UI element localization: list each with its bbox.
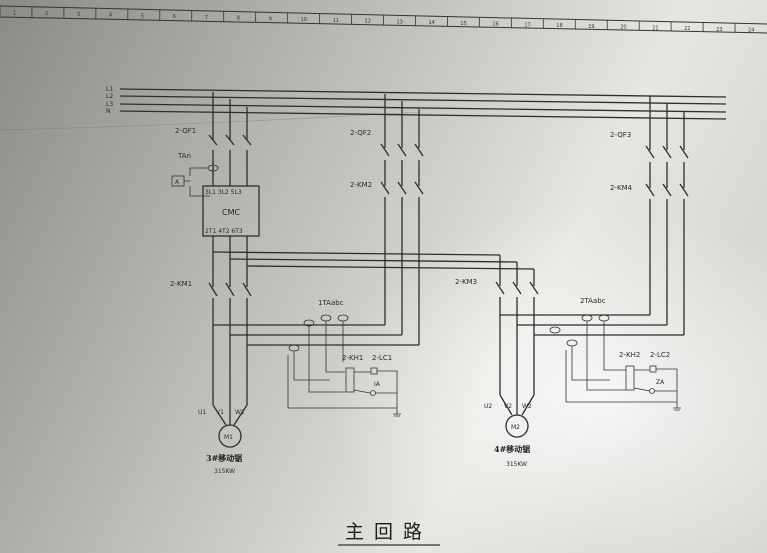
- motor-m2-label: M2: [511, 424, 520, 431]
- terminal-w1: W1: [235, 409, 245, 416]
- label-2-qf2: 2-QF2: [350, 129, 371, 137]
- motor-2-name: 4#移动锯: [494, 444, 530, 454]
- ruler-number: 5: [141, 13, 144, 19]
- bus-label-l2: L2: [106, 93, 113, 100]
- label-2-km2: 2-KM2: [350, 181, 372, 189]
- label-2-km1: 2-KM1: [170, 280, 192, 288]
- motor-m1-label: M1: [224, 434, 233, 441]
- relay-2-kh1: IA: [345, 367, 398, 408]
- ruler-number: 1: [13, 10, 16, 16]
- label-2taabc: 2TAabc: [580, 297, 606, 305]
- cmc-label: CMC: [222, 208, 240, 217]
- ruler-number: 14: [428, 20, 434, 26]
- ruler-number: 11: [333, 18, 339, 24]
- bus-label-n: N: [106, 108, 111, 115]
- bus-label-l1: L1: [106, 86, 113, 93]
- ruler-number: 3: [77, 12, 80, 18]
- label-2-km3: 2-KM3: [455, 278, 477, 286]
- label-2-kh1: 2-KH1: [342, 354, 363, 362]
- protection-group-1: 1TAabc 2-KH1 2-LC1 IA: [287, 299, 401, 417]
- ruler-number: 20: [620, 25, 626, 31]
- bus-bars: L1 L2 L3 N: [106, 86, 727, 120]
- label-2-qf3: 2-QF3: [610, 131, 631, 139]
- label-1taabc: 1TAabc: [318, 299, 344, 307]
- label-2-km4: 2-KM4: [610, 184, 633, 192]
- feeder-4: 2-QF3 2-KM4: [500, 96, 689, 336]
- feeder-2: 2-QF2 2-KM2: [212, 94, 535, 346]
- ruler-number: 12: [365, 19, 371, 25]
- label-2-lc1: 2-LC1: [372, 354, 392, 362]
- feeder-3: 2-KM3 U2 V2 W2 M2 4#移动锯 315KW: [455, 255, 539, 468]
- terminal-v1: V1: [216, 409, 224, 416]
- ammeter-a: A: [175, 179, 180, 186]
- contactor-2-km4: [645, 180, 689, 335]
- motor-1-power: 315KW: [214, 468, 235, 475]
- paper-fold: [0, 111, 421, 131]
- ruler-number: 23: [716, 27, 722, 33]
- motor-1-name: 3#移动锯: [206, 453, 242, 463]
- relay-1-ia: IA: [374, 381, 381, 388]
- terminal-u1: U1: [198, 409, 206, 416]
- motor-m1: M1: [218, 424, 242, 448]
- ruler-number: 9: [269, 16, 272, 22]
- bus-label-l3: L3: [106, 101, 113, 108]
- breaker-2-qf1: [208, 125, 252, 165]
- relay-2-kh2: ZA: [625, 365, 678, 402]
- ruler-number: 7: [205, 15, 208, 21]
- ruler-number: 2: [45, 11, 48, 17]
- soft-starter-cmc: 3L1 3L2 5L3 CMC 2T1 4T2 6T3: [202, 165, 260, 280]
- ruler-number: 17: [524, 22, 530, 28]
- ruler-number: 24: [748, 28, 754, 34]
- contactor-2-km3: [495, 280, 539, 395]
- ruler-number: 16: [492, 22, 498, 28]
- feeder-1: 2-QF1 TAn A 3L1 3L2 5L3 CMC 2T1 4T2 6T3: [170, 92, 260, 475]
- terminal-u2: U2: [484, 403, 492, 410]
- ruler-number: 8: [237, 16, 240, 22]
- label-2-lc2: 2-LC2: [650, 351, 670, 359]
- label-2-kh2: 2-KH2: [619, 351, 640, 359]
- relay-2-za: ZA: [656, 379, 665, 386]
- label-2-qf1: 2-QF1: [175, 127, 196, 135]
- motor-2-power: 315KW: [506, 461, 527, 468]
- cmc-bottom-terminals: 2T1 4T2 6T3: [205, 228, 243, 235]
- contactor-2-km2: [380, 178, 424, 345]
- ruler-number: 13: [396, 19, 402, 25]
- protection-group-2: 2TAabc 2-KH2 2-LC2 ZA: [549, 297, 681, 411]
- terminal-w2: W2: [522, 403, 532, 410]
- breaker-2-qf3: [645, 142, 689, 180]
- ruler-number: 19: [588, 24, 594, 30]
- ruler-number: 10: [301, 17, 307, 23]
- motor-m2: M2: [505, 414, 529, 438]
- ruler-number: 4: [109, 13, 112, 19]
- contactor-2-km1: [208, 280, 252, 310]
- ruler-number: 15: [460, 21, 466, 27]
- terminal-v2: V2: [504, 403, 512, 410]
- cmc-top-terminals: 3L1 3L2 5L3: [205, 189, 242, 196]
- ruler-number: 21: [652, 25, 658, 31]
- ruler-number: 6: [173, 14, 176, 20]
- title-block: 主回路: [338, 521, 440, 546]
- ruler-number: 18: [556, 23, 562, 29]
- ruler-number: 22: [684, 26, 690, 32]
- breaker-2-qf2: [380, 140, 424, 178]
- page-title: 主回路: [345, 521, 432, 543]
- label-tan: TAn: [177, 152, 191, 160]
